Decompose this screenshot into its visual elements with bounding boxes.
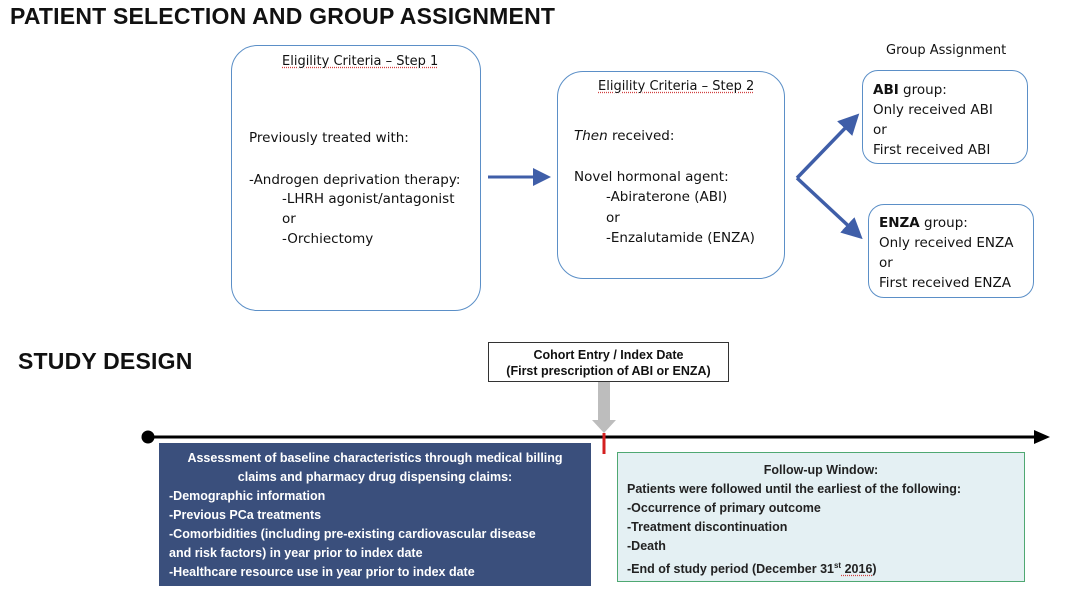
timeline-arrowhead	[1034, 430, 1050, 444]
abi-group-line1: Only received ABI	[873, 102, 993, 118]
abi-group-line2: First received ABI	[873, 142, 991, 158]
abi-group-suffix: group:	[898, 82, 947, 98]
enza-branch-arrow	[795, 176, 863, 240]
followup-item-outcome: -Occurrence of primary outcome	[627, 501, 821, 515]
cohort-line1: Cohort Entry / Index Date	[533, 348, 684, 362]
step1-title-text: Eligility Criteria – Step 1	[282, 54, 439, 69]
step1-intro: Previously treated with:	[249, 130, 409, 146]
step1-box: Eligility Criteria – Step 1 Previously t…	[231, 45, 481, 311]
abi-group-or: or	[873, 122, 887, 138]
design-heading: STUDY DESIGN	[18, 348, 193, 374]
enza-group-line1: Only received ENZA	[879, 235, 1014, 251]
step2-then-line: Then received:	[574, 126, 674, 146]
enza-group-or: or	[879, 255, 893, 271]
step2-abi: -Abiraterone (ABI)	[606, 189, 728, 205]
abi-branch-arrow	[795, 113, 860, 180]
followup-item-death: -Death	[627, 539, 666, 553]
selection-heading: PATIENT SELECTION AND GROUP ASSIGNMENT	[10, 3, 556, 29]
abi-group-box: ABI group: Only received ABI or First re…	[862, 70, 1028, 164]
baseline-item-pca: -Previous PCa treatments	[169, 508, 322, 522]
enza-group-heading: ENZA group:	[879, 213, 968, 233]
followup-box: Follow-up Window: Patients were followed…	[617, 452, 1025, 582]
followup-end-close: )	[872, 562, 877, 577]
step2-title: Eligility Criteria – Step 2	[598, 79, 754, 94]
step2-box: Eligility Criteria – Step 2 Then receive…	[557, 71, 785, 279]
step2-agent: Novel hormonal agent:	[574, 169, 729, 185]
enza-group-box: ENZA group: Only received ENZA or First …	[868, 204, 1034, 298]
step1-orchiectomy: -Orchiectomy	[282, 231, 374, 247]
baseline-title-2: claims and pharmacy drug dispensing clai…	[237, 470, 513, 484]
step1-title: Eligility Criteria – Step 1	[282, 54, 438, 69]
step2-enza: -Enzalutamide (ENZA)	[606, 230, 755, 246]
step1-or: or	[282, 211, 296, 227]
step1-lhrh: -LHRH agonist/antagonist	[282, 191, 455, 207]
followup-item-end: -End of study period (December 31st 2016…	[627, 556, 1024, 579]
abi-group-name: ABI	[873, 82, 899, 98]
enza-group-name: ENZA	[879, 215, 920, 231]
followup-end-sup: st	[833, 561, 842, 570]
baseline-item-risk-factors: and risk factors) in year prior to index…	[169, 546, 423, 560]
followup-item-discontinuation: -Treatment discontinuation	[627, 520, 788, 534]
step2-or: or	[606, 210, 620, 226]
baseline-box: Assessment of baseline characteristics t…	[159, 443, 591, 586]
followup-end-prefix: -End of study period (December 31	[627, 562, 834, 577]
step2-title-text: Eligility Criteria – Step 2	[598, 79, 755, 94]
followup-intro: Patients were followed until the earlies…	[627, 482, 962, 496]
step2-then: Then	[574, 128, 608, 144]
followup-title: Follow-up Window:	[763, 463, 879, 477]
baseline-title-1: Assessment of baseline characteristics t…	[187, 451, 563, 465]
abi-group-heading: ABI group:	[873, 80, 947, 100]
followup-end-year: 2016	[841, 562, 873, 577]
baseline-item-resource-use: -Healthcare resource use in year prior t…	[169, 565, 475, 579]
index-pointer-head	[592, 420, 616, 433]
baseline-item-demographic: -Demographic information	[169, 489, 326, 503]
group-assignment-title: Group Assignment	[886, 43, 1007, 58]
enza-group-line2: First received ENZA	[879, 275, 1012, 291]
cohort-entry-box: Cohort Entry / Index Date (First prescri…	[488, 342, 729, 382]
step2-received: received:	[607, 128, 675, 144]
index-pointer-shaft	[598, 382, 610, 422]
step1-adt: -Androgen deprivation therapy:	[249, 172, 461, 188]
timeline-start-dot	[141, 430, 155, 444]
cohort-line2: (First prescription of ABI or ENZA)	[506, 364, 711, 378]
enza-group-suffix: group:	[919, 215, 968, 231]
baseline-item-comorbidities: -Comorbidities (including pre-existing c…	[169, 527, 536, 541]
